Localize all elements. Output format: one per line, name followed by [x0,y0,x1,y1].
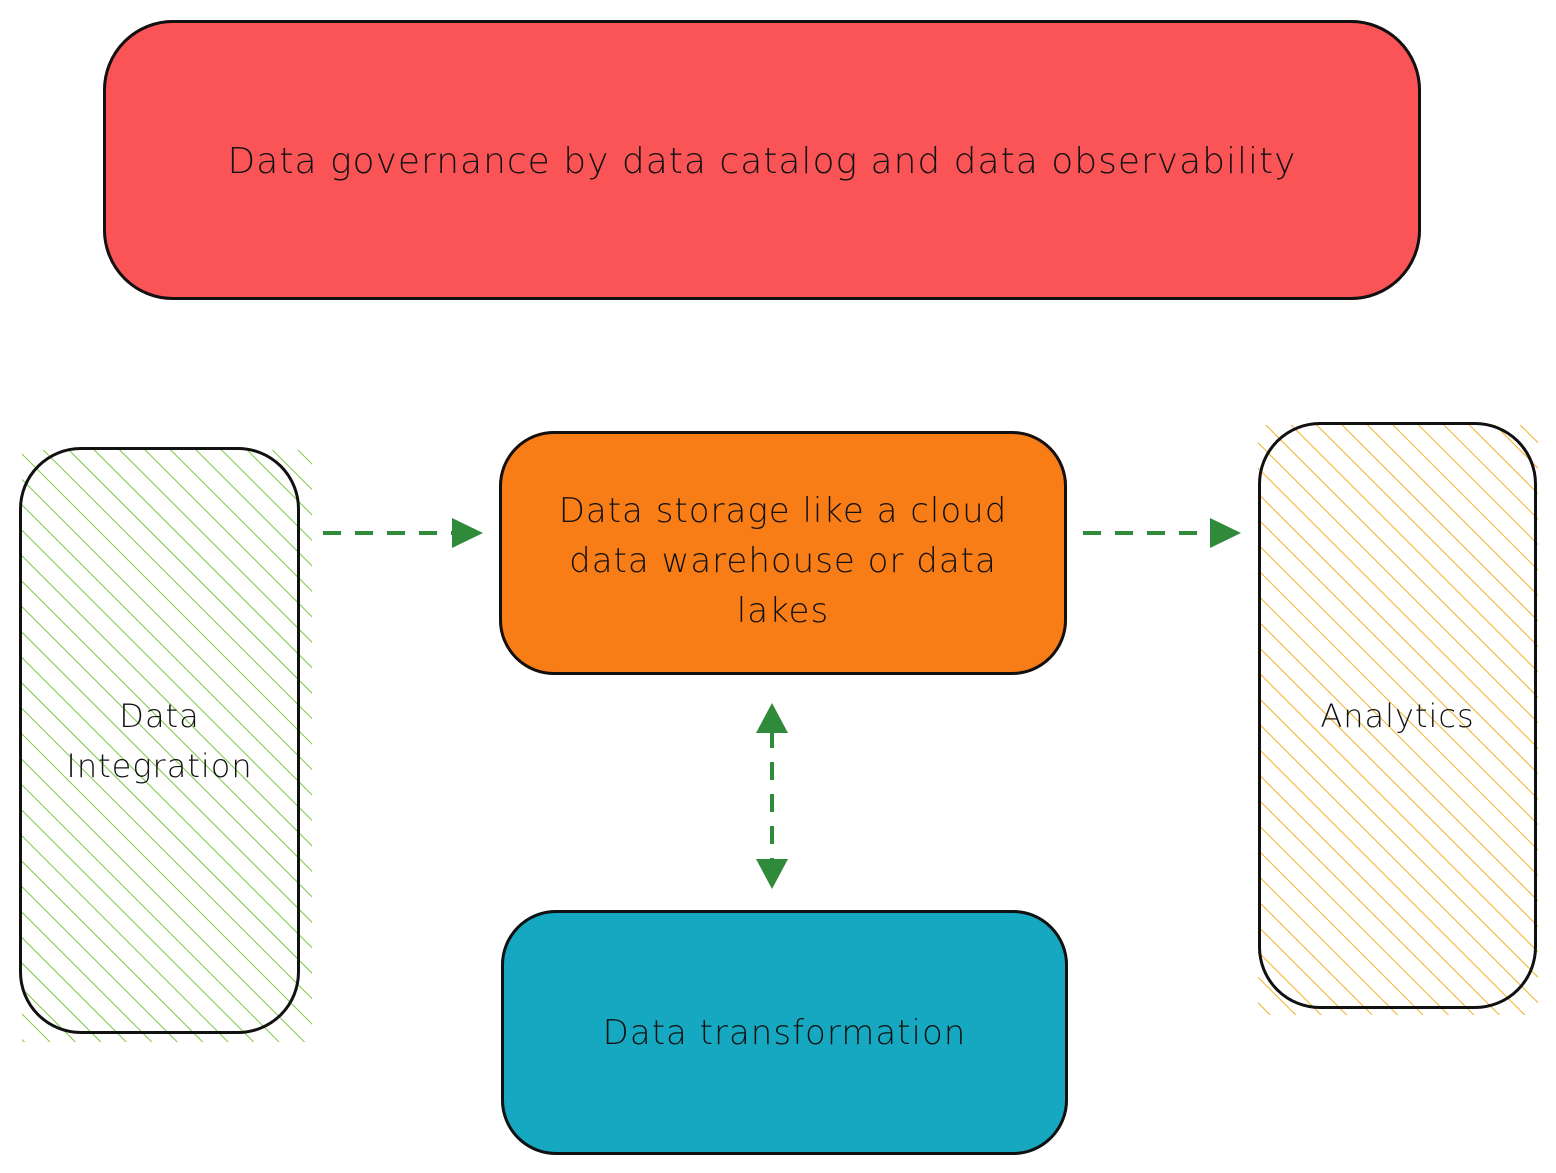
governance-label: Data governance by data catalog and data… [227,141,1297,182]
analytics-label: Analytics [1320,696,1475,735]
governance-box[interactable]: Data governance by data catalog and data… [103,20,1421,300]
storage-label-line-2: data warehouse or data [569,541,997,581]
arrowhead-right [452,518,483,548]
data-integration-box[interactable]: Data Integration [19,447,300,1034]
arrow-storage-transformation-bidirectional [756,703,788,889]
arrow-integration-to-storage [323,518,483,548]
storage-label-line-3: lakes [736,591,830,631]
integration-label-line-2: Integration [66,746,253,785]
analytics-box[interactable]: Analytics [1258,422,1537,1009]
transformation-label: Data transformation [602,1012,967,1053]
arrowhead-up [756,703,788,733]
arrowhead-down [756,859,788,889]
arrow-storage-to-analytics [1083,518,1241,548]
integration-label-line-1: Data [119,696,200,735]
arrowhead-right [1210,518,1241,548]
data-transformation-box[interactable]: Data transformation [501,910,1068,1155]
data-storage-box[interactable]: Data storage like a cloud data warehouse… [499,431,1067,675]
storage-label-line-1: Data storage like a cloud [558,491,1008,531]
